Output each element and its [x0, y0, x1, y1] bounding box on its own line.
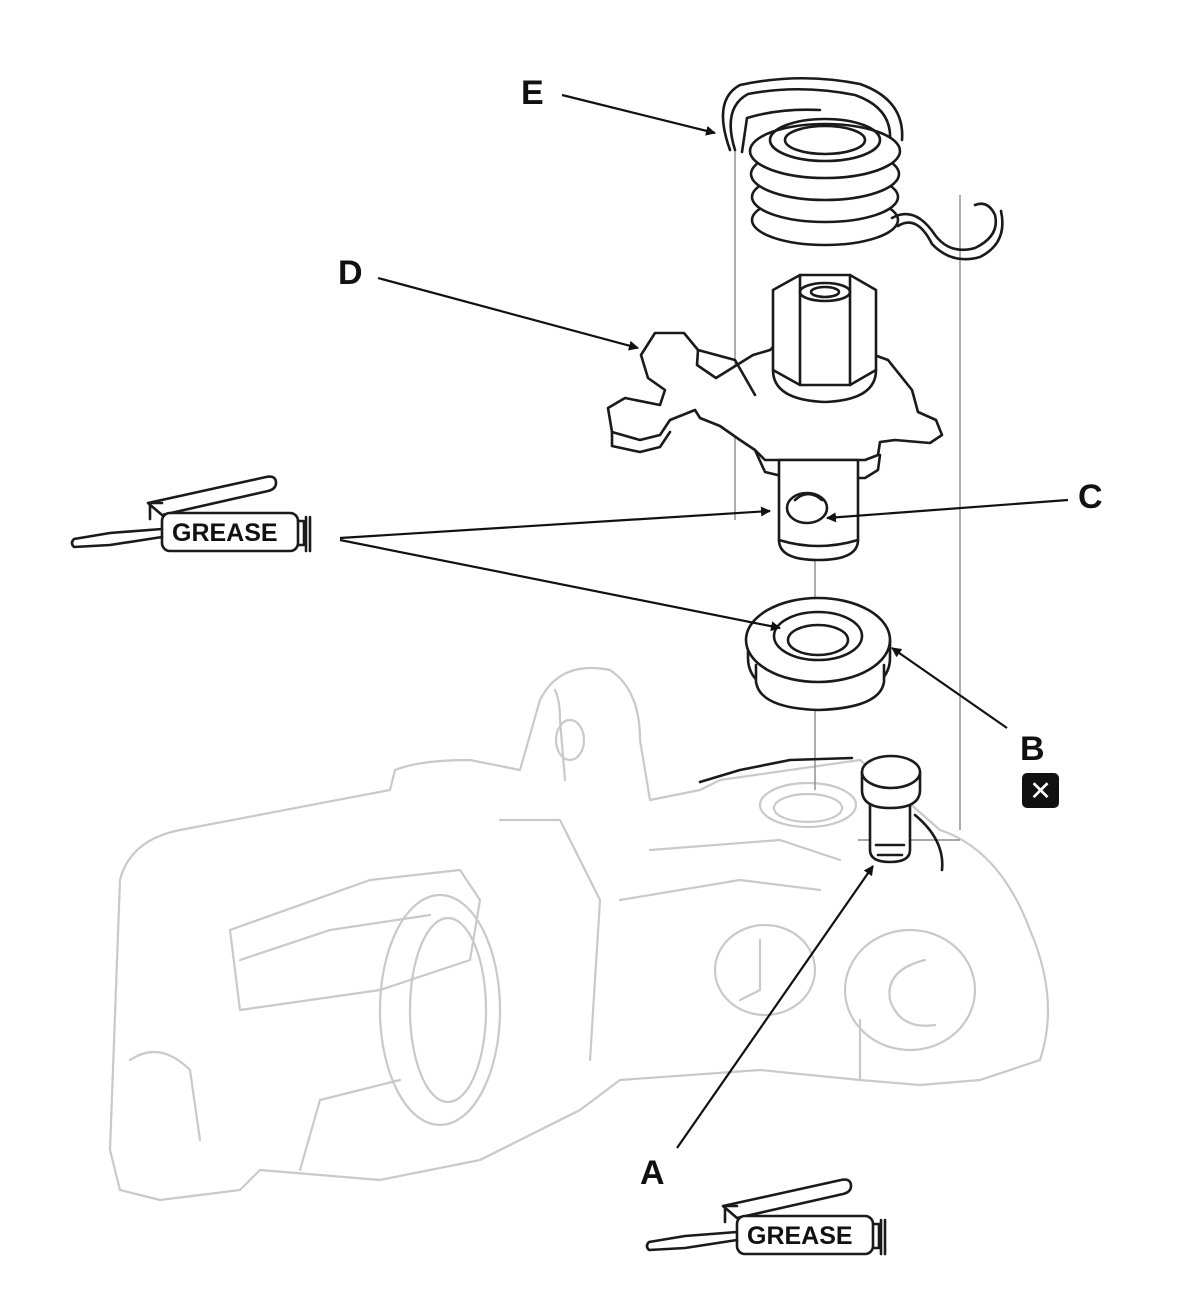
adjuster-lever [606, 273, 944, 562]
leader-grease-c [339, 506, 771, 540]
callout-d: D [338, 254, 363, 292]
grease-gun-icon: GREASE [70, 475, 312, 553]
assembly-guide-lines [734, 150, 961, 841]
leader-lines [339, 93, 1069, 1149]
replace-part-icon: ✕ [1022, 773, 1059, 808]
grease-label: GREASE [172, 519, 278, 547]
leader-grease-b [339, 538, 781, 632]
adjuster-pin [698, 754, 944, 872]
leader-a [676, 865, 874, 1149]
caliper-body [108, 666, 1050, 1202]
leader-e [561, 93, 716, 136]
seal [744, 596, 892, 712]
callout-a: A [640, 1154, 665, 1192]
leader-c [826, 498, 1069, 523]
callout-labels: E D C B A [338, 74, 1103, 1192]
callout-b: B [1020, 730, 1045, 768]
callout-e: E [521, 74, 544, 112]
grease-gun-icon: GREASE [645, 1178, 887, 1256]
grease-label: GREASE [747, 1222, 853, 1250]
callout-c: C [1078, 478, 1103, 516]
leader-b [891, 647, 1008, 729]
return-spring [721, 76, 1004, 261]
replace-part-symbol: ✕ [1029, 776, 1052, 807]
leader-d [377, 276, 639, 351]
